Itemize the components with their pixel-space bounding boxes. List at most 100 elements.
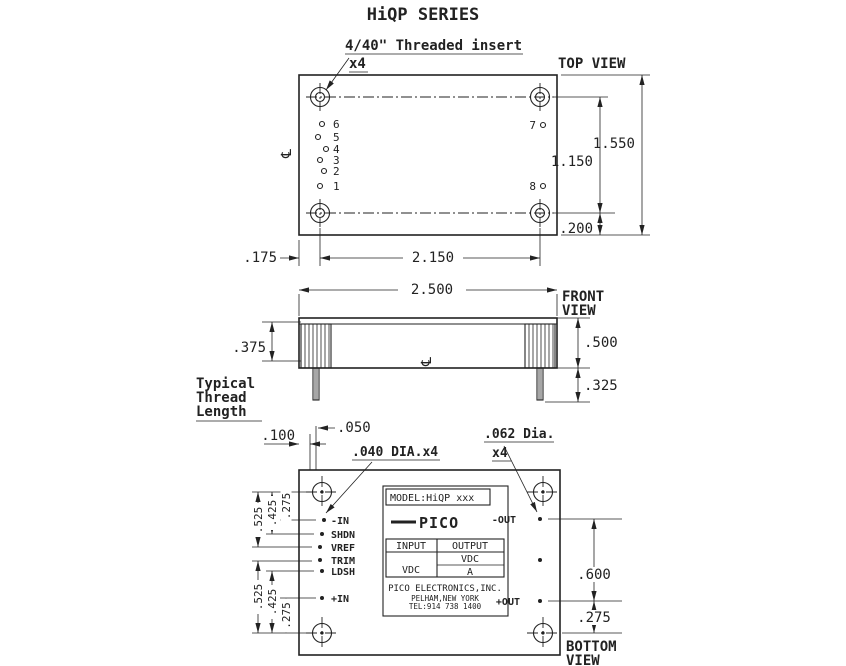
pin-number: 5: [333, 131, 340, 144]
pin-hole: [322, 145, 330, 153]
bottom-view-label: BOTTOM: [566, 639, 617, 655]
pin-number: 1: [333, 180, 340, 193]
mounting-hole: [529, 86, 551, 108]
dim-text-bg: [252, 503, 264, 537]
drawing-title: HiQP SERIES: [367, 5, 480, 25]
dim-200: .200: [559, 221, 593, 237]
dim-text-bg: [280, 598, 292, 633]
company-name: PICO ELECTRONICS,INC.: [388, 584, 502, 594]
pin-hole: [316, 182, 324, 190]
thread-length-note: Length: [196, 404, 247, 420]
dim-375: .375: [232, 340, 266, 356]
pin-hole: [539, 182, 547, 190]
dim-500: .500: [584, 335, 618, 351]
pin-number: 7: [529, 119, 536, 132]
pin-dot: [320, 596, 324, 600]
amp-out: A: [467, 567, 473, 578]
front-view-label: FRONT: [562, 289, 604, 305]
threaded-insert-qty: x4: [349, 56, 366, 72]
dim-text-bg: [280, 489, 292, 523]
bottom-view-outline: [298, 469, 561, 656]
dim-text-bg: [574, 610, 614, 625]
dim-1150: 1.150: [551, 154, 593, 170]
dim-275-right: .275: [577, 610, 611, 626]
leader-arrow: [503, 445, 538, 513]
mounting-hole: [309, 86, 331, 108]
threaded-insert: [314, 207, 326, 219]
pin-number: 4: [333, 143, 340, 156]
dim-text-bg: [266, 496, 278, 530]
company-address: PELHAM,NEW YORK: [411, 594, 479, 603]
threaded-insert: [314, 91, 326, 103]
pin-label: -IN: [331, 516, 349, 527]
centerline-symbol: ℄: [419, 357, 435, 367]
dim-2500: 2.500: [411, 282, 453, 298]
dim-175: .175: [243, 250, 277, 266]
io-table: [385, 538, 505, 578]
dim-100: .100: [261, 428, 295, 444]
dim-1550: 1.550: [593, 136, 635, 152]
dim-525: .525: [252, 584, 265, 611]
pin-number: 8: [529, 180, 536, 193]
pin-label: VREF: [331, 543, 355, 554]
dim-275: .275: [280, 493, 293, 520]
pin-label-out-neg: -OUT: [492, 515, 516, 526]
threaded-insert: [534, 91, 546, 103]
pin-label: LDSH: [331, 567, 355, 578]
pin-label: SHDN: [331, 530, 355, 541]
centerline-symbol: ℄: [279, 149, 295, 159]
standoff-left: [300, 323, 332, 369]
dim-275: .275: [280, 602, 293, 629]
pin-right: [536, 367, 544, 401]
pin-hole: [316, 156, 324, 164]
vdc-out: VDC: [461, 554, 479, 565]
pin-hole: [320, 167, 328, 175]
top-view: 6 5 4 3 2 1 7 8 ℄ 4/40" Threaded insert …: [243, 38, 650, 266]
bottom-view: .100 .050 .040 DIA.x4 .062 Dia. x4 MODEL…: [252, 420, 622, 666]
front-body-outline: [298, 317, 558, 369]
out-pin-dia-note: .062 Dia.: [484, 427, 554, 442]
dim-text-bg: [252, 580, 264, 614]
dim-425: .425: [266, 589, 279, 616]
top-view-outline: [298, 74, 558, 236]
vdc-in: VDC: [402, 565, 420, 576]
pin-dot: [320, 532, 324, 536]
mounting-hole: [529, 202, 551, 224]
pin-dot: [538, 599, 542, 603]
pin-label: +IN: [331, 594, 349, 605]
out-pin-qty: x4: [492, 446, 508, 461]
front-view: 2.500 FRONT VIEW ℄ .375: [196, 282, 618, 422]
dim-600: .600: [577, 567, 611, 583]
pin-number: 3: [333, 154, 340, 167]
dim-325: .325: [584, 378, 618, 394]
label-box: [382, 485, 509, 617]
pin-hole: [314, 133, 322, 141]
mounting-hole: [309, 202, 331, 224]
pin-number: 2: [333, 165, 340, 178]
dim-text-bg: [266, 585, 278, 619]
top-view-label: TOP VIEW: [558, 56, 626, 72]
dim-425: .425: [266, 500, 279, 527]
front-view-label: VIEW: [562, 303, 596, 319]
dim-text-bg: [574, 567, 614, 582]
pin-dot: [538, 517, 542, 521]
pico-logo: PICO: [419, 514, 459, 532]
bottom-view-label: VIEW: [566, 653, 600, 666]
pin-dot: [538, 558, 542, 562]
pin-left: [312, 367, 320, 401]
pin-number: 6: [333, 118, 340, 131]
leader-arrow: [325, 57, 350, 91]
threaded-insert: [534, 207, 546, 219]
pin-label: TRIM: [331, 556, 355, 567]
model-box: [385, 488, 491, 506]
thread-length-note: Typical: [196, 376, 255, 392]
pin-hole: [318, 120, 326, 128]
model-text: MODEL:HiQP xxx: [390, 493, 474, 504]
threaded-insert-note: 4/40" Threaded insert: [345, 38, 522, 54]
standoff-right: [524, 323, 556, 369]
pin-dot: [320, 569, 324, 573]
thread-length-note: Thread: [196, 390, 247, 406]
pin-label-out-pos: +OUT: [496, 597, 520, 608]
